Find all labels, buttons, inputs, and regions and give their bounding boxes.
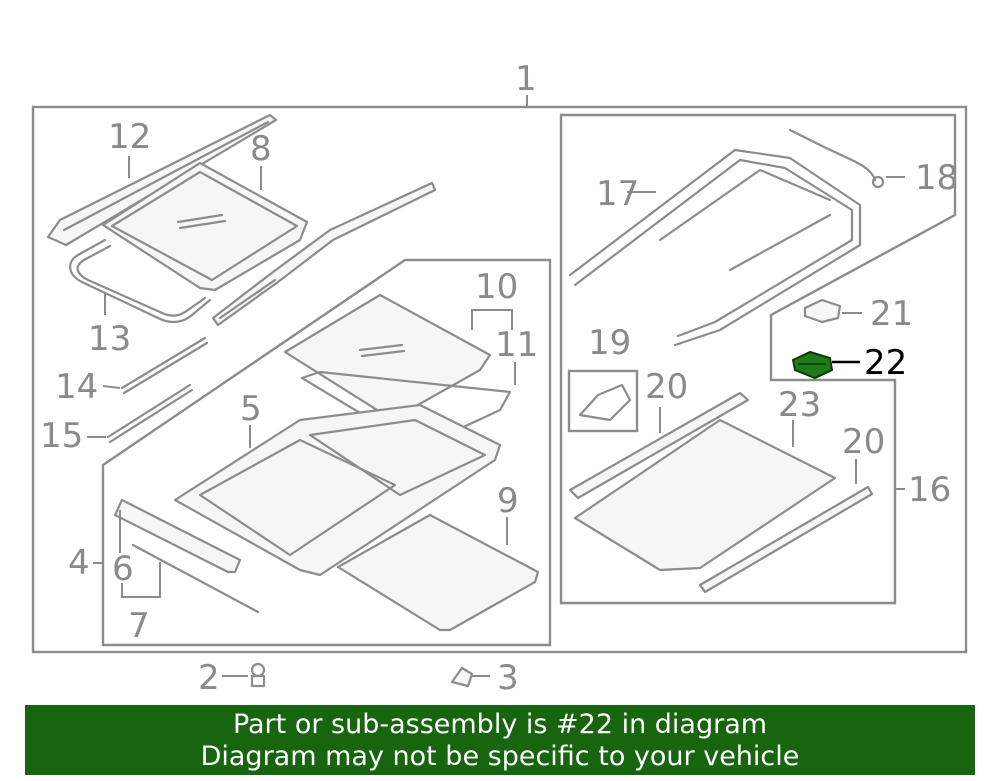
part-2-bolt — [250, 662, 266, 688]
part-13-seal — [69, 238, 212, 324]
part-5-frame — [173, 403, 502, 577]
callout-10: 10 — [475, 267, 518, 307]
callout-21: 21 — [870, 294, 913, 334]
part-15-strip — [106, 383, 192, 439]
callout-7: 7 — [128, 606, 150, 646]
part-21-clip — [803, 298, 842, 324]
part-17-cable-track — [568, 148, 862, 347]
banner-line-2: Diagram may not be specific to your vehi… — [200, 741, 800, 772]
part-9-shade — [336, 513, 540, 632]
assembly-box-1 — [31, 105, 968, 654]
part-8-glass — [101, 161, 309, 292]
callout-11: 11 — [495, 325, 538, 365]
subassembly-box-4 — [101, 258, 552, 647]
part-6-deflector — [113, 498, 242, 574]
callout-17: 17 — [596, 174, 639, 214]
banner-line-1: Part or sub-assembly is #22 in diagram — [232, 709, 768, 740]
part-3-clip — [450, 666, 474, 688]
callout-16: 16 — [908, 470, 951, 510]
callout-13: 13 — [88, 319, 131, 359]
callout-12: 12 — [108, 117, 151, 157]
side-rail — [211, 181, 437, 327]
callout-23: 23 — [778, 385, 821, 425]
callout-4: 4 — [68, 543, 90, 583]
part-20-rail-left — [568, 391, 750, 500]
part-10-glass — [283, 293, 492, 417]
part-19-inset-box — [567, 369, 639, 433]
callout-3: 3 — [497, 658, 519, 698]
callout-14: 14 — [55, 367, 98, 407]
callout-20-left: 20 — [645, 367, 688, 407]
part-14-strip — [120, 336, 207, 390]
callout-8: 8 — [250, 129, 272, 169]
part-notice-banner: Part or sub-assembly is #22 in diagram D… — [25, 705, 975, 775]
callout-5: 5 — [240, 389, 262, 429]
part-12-molding — [46, 113, 278, 247]
part-7-strip — [131, 543, 260, 614]
callout-20-right: 20 — [842, 422, 885, 462]
callout-1: 1 — [515, 59, 537, 99]
callout-2: 2 — [198, 658, 220, 698]
callout-6: 6 — [112, 549, 134, 589]
callout-22: 22 — [864, 343, 907, 383]
part-20-rail-right — [698, 485, 874, 594]
callout-18: 18 — [915, 158, 958, 198]
callout-9: 9 — [497, 481, 519, 521]
subassembly-box-16 — [559, 113, 957, 605]
callout-15: 15 — [40, 416, 83, 456]
part-22-highlighted — [791, 350, 834, 380]
parts-diagram: 1 12 8 13 14 15 4 5 6 7 10 11 9 2 3 17 1… — [31, 59, 968, 698]
callout-19: 19 — [588, 323, 631, 363]
part-23-shade — [573, 418, 837, 572]
part-18-drain-tube — [788, 128, 885, 189]
